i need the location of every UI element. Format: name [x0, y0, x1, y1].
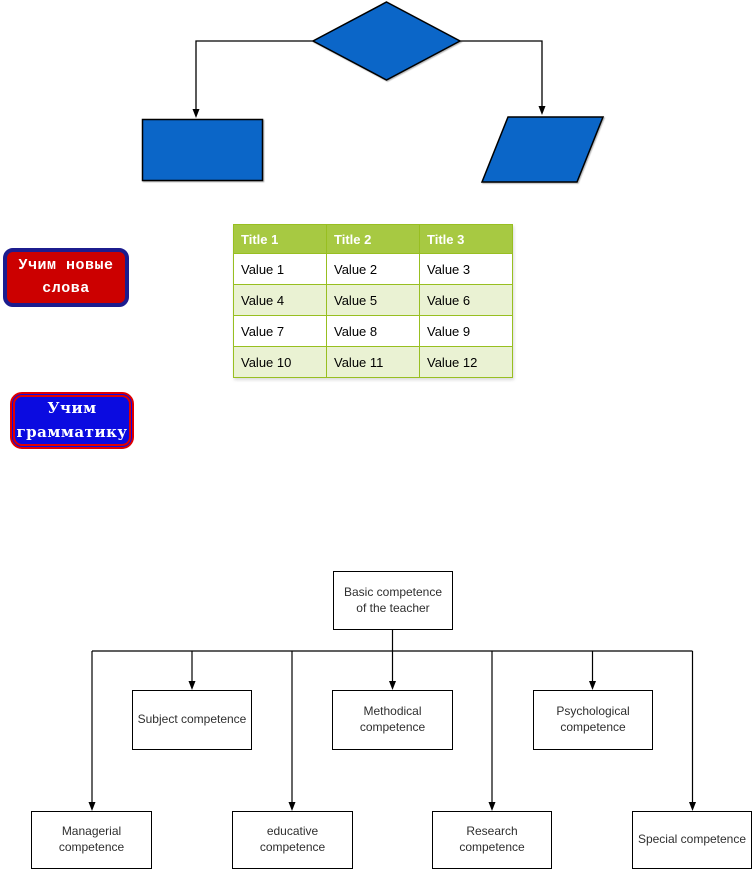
learn-new-words-label: Учим новые слова — [18, 257, 114, 297]
learn-grammar-label: Учим грамматику — [16, 399, 128, 441]
table-cell: Value 11 — [326, 346, 420, 378]
table-header-cell: Title 2 — [326, 224, 420, 254]
org-box-label: Methodical competence — [359, 704, 426, 734]
learn-grammar-button[interactable]: Учим грамматику — [10, 392, 134, 449]
org-box-label: educative competence — [259, 824, 326, 854]
orgchart-node-methodical-competence[interactable]: Methodical competence — [332, 690, 453, 750]
table-cell: Value 6 — [419, 284, 513, 316]
learn-new-words-button[interactable]: Учим новые слова — [3, 248, 129, 307]
arrowhead-down-icon — [288, 802, 296, 811]
table-cell: Value 1 — [233, 253, 327, 285]
arrowhead-down-icon — [192, 109, 200, 118]
orgchart-node-psychological-competence[interactable]: Psychological competence — [533, 690, 653, 750]
values-table: Title 1 Title 2 Title 3 Value 1 Value 2 … — [233, 224, 513, 378]
orgchart-arrowheads — [88, 681, 696, 811]
arrowhead-down-icon — [589, 681, 596, 690]
table-cell: Value 12 — [419, 346, 513, 378]
table-cell: Value 3 — [419, 253, 513, 285]
table-row: Value 4 Value 5 Value 6 — [233, 284, 513, 316]
flowchart-connectors — [195, 40, 543, 109]
io-parallelogram-shape[interactable] — [480, 116, 605, 183]
arrowhead-down-icon — [88, 802, 96, 811]
arrowhead-down-icon — [188, 681, 196, 690]
arrowhead-down-icon — [389, 681, 396, 690]
table-row: Value 10 Value 11 Value 12 — [233, 346, 513, 378]
table-row: Value 1 Value 2 Value 3 — [233, 253, 513, 285]
connector-diamond-to-parallelogram — [460, 40, 543, 106]
orgchart-node-subject-competence[interactable]: Subject competence — [132, 690, 252, 750]
org-box-label: Managerial competence — [58, 824, 125, 854]
arrowhead-down-icon — [488, 802, 496, 811]
orgchart-connectors — [91, 630, 694, 802]
table-header-row: Title 1 Title 2 Title 3 — [233, 224, 513, 254]
arrowhead-down-icon — [689, 802, 696, 811]
table-cell: Value 7 — [233, 315, 327, 347]
org-box-label: Basic competence of the teacher — [343, 584, 443, 615]
table-cell: Value 10 — [233, 346, 327, 378]
table-cell: Value 9 — [419, 315, 513, 347]
table-cell: Value 5 — [326, 284, 420, 316]
connector-diamond-to-rectangle — [195, 40, 313, 109]
orgchart-node-educative-competence[interactable]: educative competence — [232, 811, 353, 869]
table-row: Value 7 Value 8 Value 9 — [233, 315, 513, 347]
process-rectangle-shape[interactable] — [141, 118, 264, 182]
table-cell: Value 8 — [326, 315, 420, 347]
org-box-label: Subject competence — [137, 712, 247, 727]
table-header-cell: Title 3 — [419, 224, 513, 254]
orgchart-node-managerial-competence[interactable]: Managerial competence — [31, 811, 156, 869]
table-header-cell: Title 1 — [233, 224, 327, 254]
orgchart-node-special-competence[interactable]: Special competence — [632, 811, 752, 869]
org-box-label: Research competence — [459, 824, 525, 854]
org-box-label: Psychological competence — [556, 704, 630, 734]
org-box-label: Special competence — [637, 832, 747, 847]
table-cell: Value 2 — [326, 253, 420, 285]
decision-diamond-shape[interactable] — [311, 1, 462, 81]
arrowhead-down-icon — [538, 106, 546, 115]
flowchart-arrowheads — [192, 106, 546, 118]
table-cell: Value 4 — [233, 284, 327, 316]
orgchart-root-basic-competence[interactable]: Basic competence of the teacher — [333, 571, 453, 630]
orgchart-node-research-competence[interactable]: Research competence — [432, 811, 552, 869]
